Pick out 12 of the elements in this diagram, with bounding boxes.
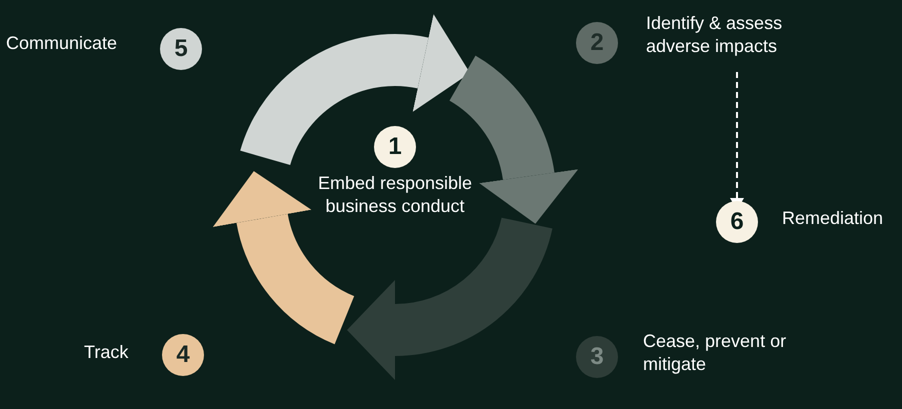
step-label: Cease, prevent or mitigate xyxy=(643,330,788,376)
step-number-circle: 1 xyxy=(374,126,416,168)
step-number-circle: 2 xyxy=(576,22,618,64)
step-number-circle: 3 xyxy=(576,336,618,378)
step-label: Remediation xyxy=(782,207,884,230)
step-label: Communicate xyxy=(6,32,118,55)
step-number-circle: 4 xyxy=(162,334,204,376)
step-label: Identify & assess adverse impacts xyxy=(646,12,784,58)
step-number-circle: 6 xyxy=(716,201,758,243)
step-number-circle: 5 xyxy=(160,28,202,70)
step-label: Embed responsible business conduct xyxy=(316,172,474,218)
step-label: Track xyxy=(84,341,130,364)
